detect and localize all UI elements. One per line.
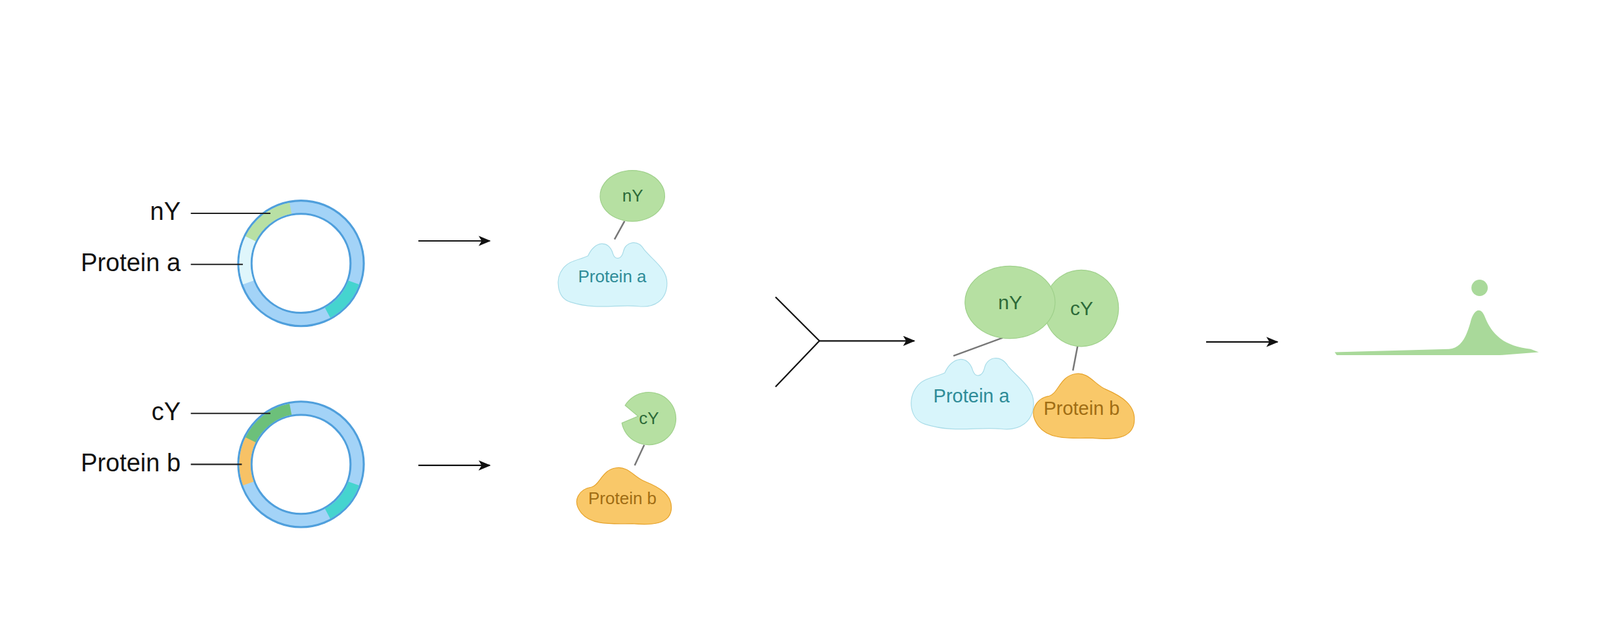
fluorescence-signal: [1334, 279, 1539, 356]
protein-b: Protein b: [1027, 365, 1137, 443]
plasmid-b: [226, 389, 376, 540]
linker-line: [1072, 345, 1078, 371]
node-text: nY: [622, 186, 644, 206]
part-label: Protein b: [80, 449, 181, 478]
part-label: nY: [150, 198, 181, 226]
part-label: Protein a: [80, 249, 181, 278]
protein-a: Protein a: [554, 237, 670, 311]
process-arrows: [418, 240, 1278, 466]
node-text: Protein a: [577, 267, 647, 287]
cY-fragment: cY: [619, 389, 679, 448]
part-label: cY: [151, 398, 181, 427]
plasmid-a: [226, 189, 376, 339]
nY-fragment: nY: [963, 264, 1058, 341]
leader-lines: [191, 213, 271, 465]
node-text: cY: [1070, 297, 1094, 320]
node-text: Protein a: [933, 386, 1010, 408]
node-text: Protein b: [1043, 398, 1120, 420]
node-text: nY: [997, 291, 1023, 314]
linker-line: [953, 338, 1003, 357]
protein-a: Protein a: [907, 351, 1037, 434]
nY-fragment: nY: [598, 169, 667, 223]
protein-b: Protein b: [571, 460, 673, 528]
node-text: cY: [638, 409, 659, 429]
node-text: Protein b: [588, 489, 657, 509]
linker-line: [614, 221, 625, 240]
linker-line: [634, 445, 645, 466]
